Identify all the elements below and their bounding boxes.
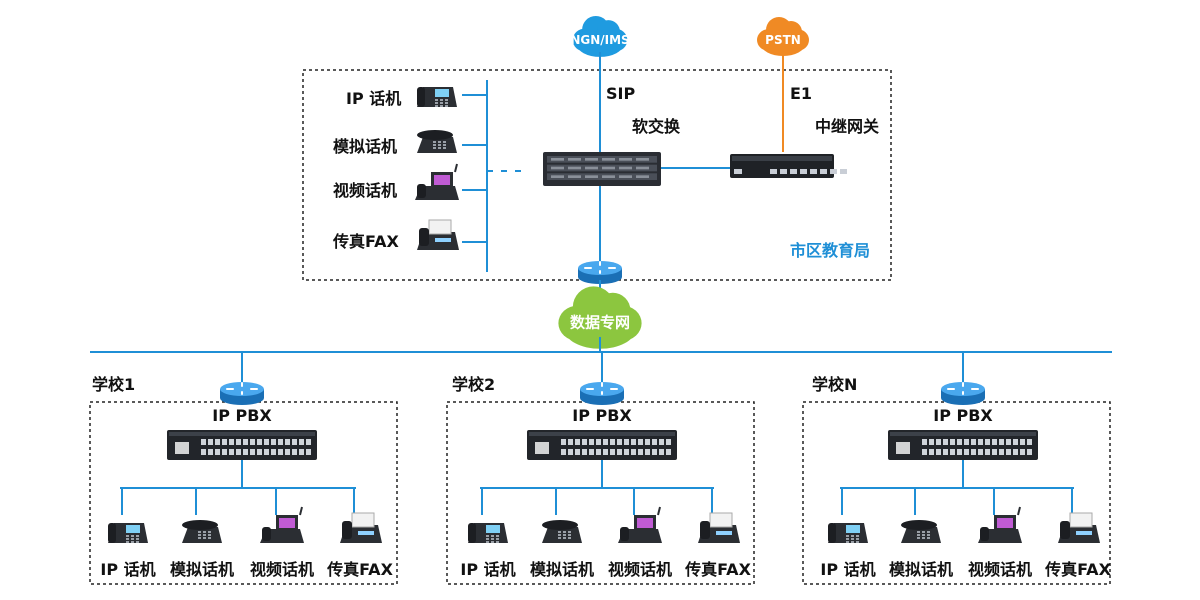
city-analog-phone-icon [417, 130, 457, 153]
city-ip-phone-icon [417, 87, 457, 107]
school-n-video-phone-icon [978, 515, 1022, 543]
school-n-name: 学校N [812, 375, 858, 394]
school-2-pbx-label: IP PBX [572, 406, 632, 425]
city-phone-label-analog: 模拟话机 [333, 137, 398, 156]
school-n-analog-phone-icon [901, 520, 941, 543]
school-1-phone-label-fax: 传真FAX [327, 560, 393, 579]
school-n-router [941, 382, 985, 405]
city-bureau-title: 市区教育局 [790, 241, 871, 260]
school-n-phone-label-ip: IP 话机 [820, 560, 876, 579]
school-2-box [446, 401, 755, 585]
school-1-ip-phone-icon [108, 523, 148, 543]
city-phone-label-ip: IP 话机 [346, 89, 402, 108]
city-phone-label-video: 视频话机 [333, 181, 398, 200]
school-n-box [802, 401, 1111, 585]
data-network-cloud [558, 286, 642, 349]
school-1-pbx-device [167, 430, 317, 460]
pstn-cloud [757, 17, 809, 56]
city-fax-icon [417, 219, 459, 250]
school-1-phone-label-video: 视频话机 [249, 560, 315, 579]
school-1-phone-label-analog: 模拟话机 [169, 560, 235, 579]
pstn-cloud-label: PSTN [765, 33, 801, 47]
school-1-pbx-label: IP PBX [212, 406, 272, 425]
school-1-analog-phone-icon [182, 520, 222, 543]
softswitch-label: 软交换 [632, 117, 681, 136]
data-network-cloud-label: 数据专网 [569, 313, 631, 332]
trunk-gateway-label: 中继网关 [815, 117, 880, 136]
school-2-analog-phone-icon [542, 520, 582, 543]
city-video-phone-icon [415, 172, 459, 200]
school-2-phone-label-analog: 模拟话机 [529, 560, 595, 579]
school-2-pbx-device [527, 430, 677, 460]
softswitch-device [543, 152, 661, 186]
school-n-phone-label-analog: 模拟话机 [888, 560, 954, 579]
trunk-gateway-device [730, 154, 847, 178]
school-1-box [89, 401, 398, 585]
school-1-fax-phone-icon [340, 512, 382, 543]
school-n-phone-label-video: 视频话机 [967, 560, 1033, 579]
school-2-fax-phone-icon [698, 512, 740, 543]
school-n-ip-phone-icon [828, 523, 868, 543]
school-1-router [220, 382, 264, 405]
school-n-phone-label-fax: 传真FAX [1045, 560, 1111, 579]
ngn-ims-cloud [572, 15, 628, 57]
school-2-phone-label-video: 视频话机 [607, 560, 673, 579]
school-2-phone-label-ip: IP 话机 [460, 560, 516, 579]
core-router [578, 261, 622, 284]
school-2-video-phone-icon [618, 515, 662, 543]
city-phone-label-fax: 传真FAX [333, 232, 399, 251]
e1-link-label: E1 [790, 84, 813, 103]
school-2-phone-label-fax: 传真FAX [685, 560, 751, 579]
school-n-fax-phone-icon [1058, 512, 1100, 543]
school-2-router [580, 382, 624, 405]
school-n-pbx-device [888, 430, 1038, 460]
school-n-pbx-label: IP PBX [933, 406, 993, 425]
sip-link-label: SIP [606, 84, 636, 103]
school-2-ip-phone-icon [468, 523, 508, 543]
school-1-name: 学校1 [92, 375, 136, 394]
school-1-video-phone-icon [260, 515, 304, 543]
ngn-ims-cloud-label: NGN/IMS [570, 33, 630, 47]
school-2-name: 学校2 [452, 375, 496, 394]
school-1-phone-label-ip: IP 话机 [100, 560, 156, 579]
